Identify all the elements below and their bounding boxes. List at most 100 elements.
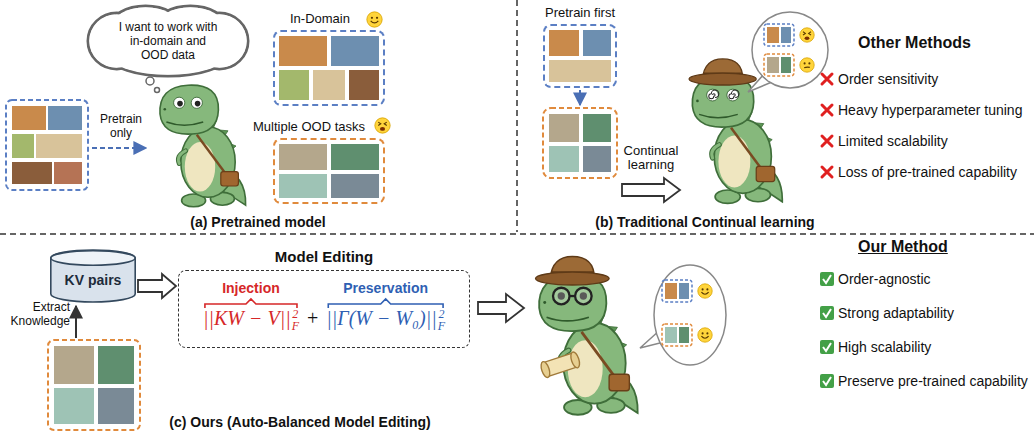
check-mark <box>823 275 831 283</box>
image-panel: Pretrain first <box>543 24 617 88</box>
term-label: Injection <box>222 280 280 296</box>
dinosaur <box>160 85 246 207</box>
panel-caption: (c) Ours (Auto-Balanced Model Editing) <box>169 413 430 431</box>
check-mark <box>820 306 834 320</box>
image-tiles <box>279 70 309 100</box>
image-collage <box>6 100 88 190</box>
drawback-item: Order sensitivity <box>838 70 938 88</box>
brace <box>328 299 443 308</box>
cylinder-shape <box>50 250 136 302</box>
image-tiles <box>331 144 379 170</box>
image-collage <box>54 162 82 184</box>
node-text: KV pairs <box>65 272 122 288</box>
node-text: I want to work with in-domain and OOD da… <box>116 20 220 62</box>
speech-bubble <box>767 27 779 43</box>
speech-bubble <box>764 24 794 46</box>
formula: ||KW − V||2F+||Γ(W − W₀)||2F <box>179 305 469 332</box>
image-tiles <box>543 30 617 178</box>
thought-trail <box>146 77 160 93</box>
emoji <box>375 118 390 133</box>
panel-divider <box>0 233 1034 235</box>
dinosaur <box>177 101 183 107</box>
thought-bubble: I want to work with in-domain and OOD da… <box>88 6 248 76</box>
image-tiles <box>331 174 379 198</box>
dinosaur <box>569 351 581 369</box>
hollow-arrow <box>622 178 680 202</box>
cross-mark <box>822 136 832 146</box>
cloud-shape <box>88 13 146 69</box>
cloud-shape <box>155 6 225 48</box>
norm-index: 2F <box>292 308 299 332</box>
term-label: Preservation <box>343 280 428 296</box>
image-tiles <box>549 30 579 56</box>
formula-text: 2 <box>292 308 299 320</box>
image-tiles <box>549 114 579 142</box>
formula-term: ||KW − V||2F <box>203 305 299 332</box>
image-tiles <box>583 146 611 172</box>
dinosaur <box>689 59 756 85</box>
panel-divider <box>0 0 1034 234</box>
formula-text: 2 <box>438 308 445 320</box>
dinosaur <box>539 361 551 379</box>
speech-bubble <box>662 324 692 346</box>
dinosaur <box>536 256 638 414</box>
check-mark <box>820 272 834 388</box>
image-tiles <box>549 146 579 172</box>
dinosaur <box>539 275 638 415</box>
dinosaur <box>575 288 592 305</box>
list-heading: Other Methods <box>858 34 971 52</box>
speech-bubble <box>781 27 791 43</box>
speech-bubble <box>800 58 814 72</box>
formula-text: F <box>292 320 299 332</box>
image-collage <box>48 340 140 430</box>
speech-bubble <box>748 12 828 92</box>
image-collage <box>48 106 82 130</box>
image-tiles <box>543 108 617 178</box>
check-mark <box>820 340 834 354</box>
image-collage <box>12 134 34 158</box>
formula-text: + <box>307 305 318 331</box>
cloud-shape <box>88 6 248 76</box>
dinosaur <box>707 89 719 101</box>
advantage-item: High scalability <box>838 338 931 356</box>
speech-bubble <box>640 265 726 365</box>
check-mark <box>823 309 831 317</box>
flow-arrow <box>579 90 581 105</box>
speech-bubble <box>767 57 779 73</box>
image-collage <box>12 162 52 184</box>
thought-trail <box>155 88 160 93</box>
check-mark <box>823 343 831 351</box>
image-tiles <box>279 144 327 170</box>
check-mark <box>823 377 831 385</box>
dinosaur <box>727 89 739 101</box>
cloud-shape <box>110 37 225 76</box>
extract-arrow <box>75 306 77 338</box>
arrow-label: Continual learning <box>619 144 683 172</box>
emoji <box>367 12 382 27</box>
dinosaur <box>709 90 719 99</box>
check-mark <box>820 374 834 388</box>
panel-heading: Multiple OOD tasks <box>253 119 365 135</box>
speech-bubble <box>654 265 726 365</box>
image-tiles <box>549 60 611 82</box>
panel-caption: (b) Traditional Continual learning <box>595 213 814 231</box>
image-tiles <box>313 70 345 100</box>
image-panel: Multiple OOD tasks <box>273 138 385 204</box>
drawback-item: Loss of pre-trained capability <box>838 163 1017 181</box>
cylinder-shape <box>51 250 135 302</box>
image-collage <box>98 388 134 424</box>
image-tiles <box>583 114 611 142</box>
cross-mark <box>822 74 832 84</box>
formula-text: ||KW − V|| <box>203 307 291 329</box>
image-collage <box>36 134 82 158</box>
speech-bubble <box>781 57 791 73</box>
cloud-shape <box>101 14 235 67</box>
image-tiles <box>279 174 327 198</box>
arrow-label: Extract Knowledge <box>2 300 70 328</box>
advantage-item: Strong adaptability <box>838 304 954 322</box>
speech-bubble <box>662 280 692 302</box>
arrow-label: Pretrain only <box>92 112 150 140</box>
